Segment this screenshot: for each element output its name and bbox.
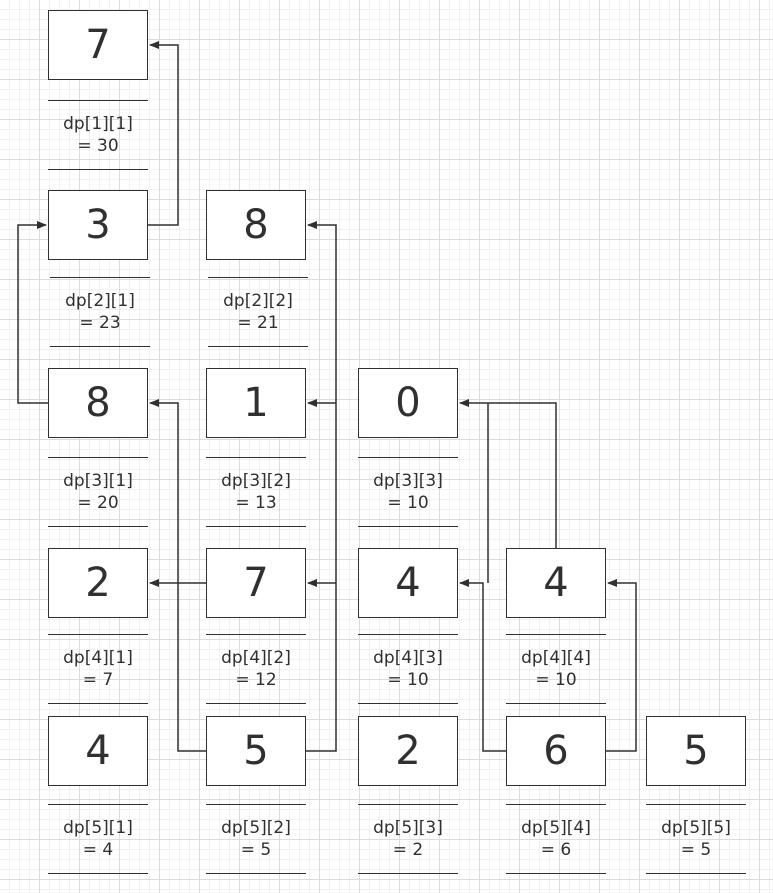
dp-name: dp[4][2] xyxy=(221,648,291,668)
node-r3c3: 0 xyxy=(358,368,458,438)
dp-value: = 4 xyxy=(82,840,114,860)
dp-value: = 7 xyxy=(82,670,114,690)
dp-value: = 10 xyxy=(387,670,429,690)
dp-label-r2c2: dp[2][2] = 21 xyxy=(208,277,308,347)
dp-value: = 10 xyxy=(387,493,429,513)
node-r5c3: 2 xyxy=(358,716,458,786)
connector-r2c1-to-r1c1 xyxy=(148,41,179,226)
dp-label-r3c1: dp[3][1] = 20 xyxy=(48,457,148,527)
node-r4c3: 4 xyxy=(358,548,458,618)
dp-value: = 2 xyxy=(392,840,424,860)
dp-value: = 12 xyxy=(235,670,277,690)
dp-label-r4c2: dp[4][2] = 12 xyxy=(206,634,306,704)
dp-label-r5c5: dp[5][5] = 5 xyxy=(646,804,746,874)
dp-name: dp[3][2] xyxy=(221,471,291,491)
dp-label-r3c3: dp[3][3] = 10 xyxy=(358,457,458,527)
node-r4c4: 4 xyxy=(506,548,606,618)
dp-label-r4c4: dp[4][4] = 10 xyxy=(506,634,606,704)
node-r5c1: 4 xyxy=(48,716,148,786)
dp-value: = 10 xyxy=(535,670,577,690)
node-r3c2: 1 xyxy=(206,368,306,438)
connector-r3c1-to-r2c1 xyxy=(17,221,48,404)
dp-name: dp[1][1] xyxy=(63,114,133,134)
dp-name: dp[5][3] xyxy=(373,818,443,838)
dp-name: dp[5][4] xyxy=(521,818,591,838)
dp-name: dp[3][1] xyxy=(63,471,133,491)
dp-name: dp[2][2] xyxy=(223,291,293,311)
dp-name: dp[5][5] xyxy=(661,818,731,838)
dp-name: dp[3][3] xyxy=(373,471,443,491)
dp-value: = 5 xyxy=(240,840,272,860)
node-r2c2: 8 xyxy=(206,190,306,260)
node-r1c1: 7 xyxy=(48,10,148,80)
dp-value: = 6 xyxy=(540,840,572,860)
node-r4c1: 2 xyxy=(48,548,148,618)
dp-name: dp[4][1] xyxy=(63,648,133,668)
dp-label-r1c1: dp[1][1] = 30 xyxy=(48,100,148,170)
connector-r5c4-to-r4c3 xyxy=(459,579,506,752)
connector-r4c4-to-r3c3 xyxy=(459,399,557,548)
dp-label-r4c3: dp[4][3] = 10 xyxy=(358,634,458,704)
node-r5c2: 5 xyxy=(206,716,306,786)
dp-label-r5c2: dp[5][2] = 5 xyxy=(206,804,306,874)
dp-label-r4c1: dp[4][1] = 7 xyxy=(48,634,148,704)
dp-name: dp[5][1] xyxy=(63,818,133,838)
dp-label-r5c4: dp[5][4] = 6 xyxy=(506,804,606,874)
dp-value: = 20 xyxy=(77,493,119,513)
dp-label-r5c3: dp[5][3] = 2 xyxy=(358,804,458,874)
dp-value: = 30 xyxy=(77,136,119,156)
dp-name: dp[4][3] xyxy=(373,648,443,668)
dp-name: dp[5][2] xyxy=(221,818,291,838)
dp-label-r5c1: dp[5][1] = 4 xyxy=(48,804,148,874)
node-r5c4: 6 xyxy=(506,716,606,786)
node-r5c5: 5 xyxy=(646,716,746,786)
dp-label-r2c1: dp[2][1] = 23 xyxy=(50,277,150,347)
dp-name: dp[2][1] xyxy=(65,291,135,311)
connector-r5c1-to-r3c1 xyxy=(149,399,206,752)
dp-value: = 23 xyxy=(79,313,121,333)
dp-name: dp[4][4] xyxy=(521,648,591,668)
dp-label-r3c2: dp[3][2] = 13 xyxy=(206,457,306,527)
node-r2c1: 3 xyxy=(48,190,148,260)
node-r3c1: 8 xyxy=(48,368,148,438)
dp-value: = 5 xyxy=(680,840,712,860)
node-r4c2: 7 xyxy=(206,548,306,618)
connector-r5c2-to-r2c2 xyxy=(306,221,337,752)
dp-value: = 21 xyxy=(237,313,279,333)
connector-r5c4-to-r4c4 xyxy=(606,579,637,752)
dp-value: = 13 xyxy=(235,493,277,513)
